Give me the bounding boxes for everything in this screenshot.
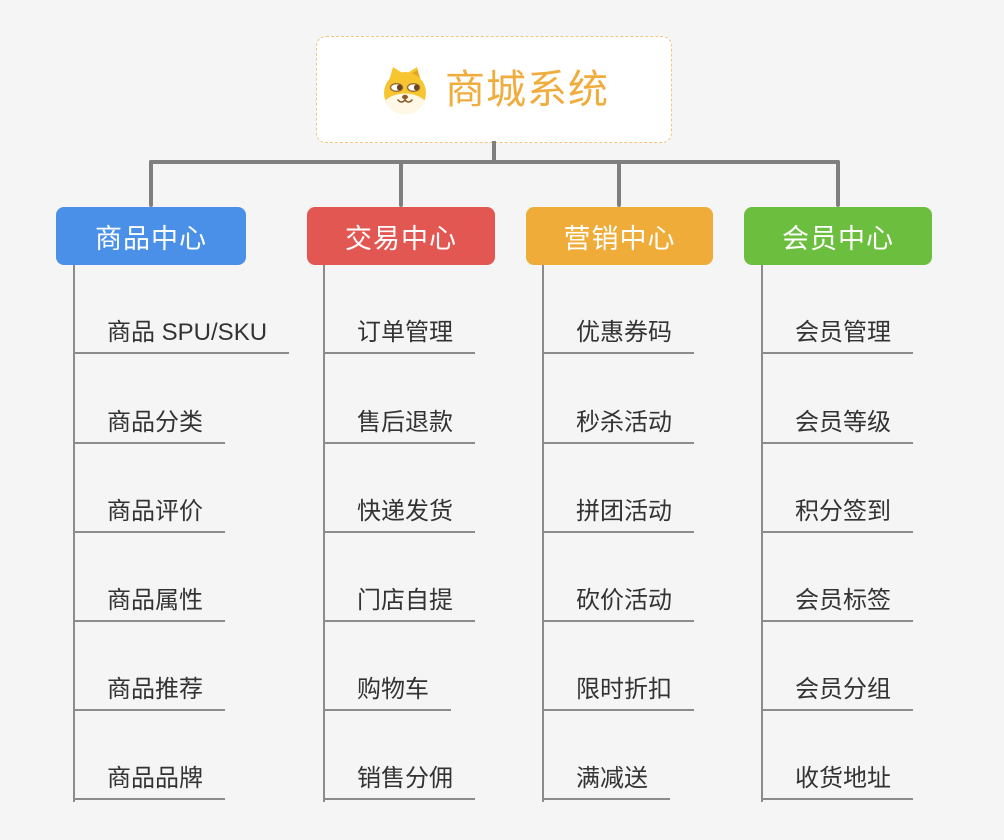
sub-item-node[interactable]: 销售分佣	[323, 764, 475, 800]
branch-stem-line	[323, 265, 325, 802]
connector-horizontal	[149, 160, 840, 164]
root-title: 商城系统	[445, 67, 609, 112]
sub-item-node[interactable]: 订单管理	[323, 318, 475, 354]
connector-drop	[836, 160, 840, 207]
connector-drop	[617, 160, 621, 207]
branch-stem-line	[761, 265, 763, 802]
sub-item-node[interactable]: 售后退款	[323, 408, 475, 444]
branch-node-goods-center[interactable]: 商品中心	[56, 207, 246, 265]
sub-item-node[interactable]: 优惠券码	[542, 318, 694, 354]
root-node[interactable]: 商城系统	[316, 36, 672, 143]
sub-item-node[interactable]: 商品品牌	[73, 764, 225, 800]
branch-node-marketing-center[interactable]: 营销中心	[526, 207, 713, 265]
sub-item-node[interactable]: 商品评价	[73, 497, 225, 533]
branch-stem-line	[73, 265, 75, 802]
sub-item-node[interactable]: 商品分类	[73, 408, 225, 444]
sub-item-node[interactable]: 会员管理	[761, 318, 913, 354]
branch-node-trade-center[interactable]: 交易中心	[307, 207, 495, 265]
sub-item-node[interactable]: 拼团活动	[542, 497, 694, 533]
sub-item-node[interactable]: 门店自提	[323, 586, 475, 622]
branch-stem-line	[542, 265, 544, 802]
connector-root-stem	[492, 141, 496, 162]
sub-item-node[interactable]: 商品 SPU/SKU	[73, 318, 290, 354]
sub-item-node[interactable]: 商品属性	[73, 586, 225, 622]
sub-item-node[interactable]: 购物车	[323, 675, 451, 711]
sub-item-node[interactable]: 满减送	[542, 764, 670, 800]
connector-drop	[399, 160, 403, 207]
sub-item-node[interactable]: 收货地址	[761, 764, 913, 800]
sub-item-node[interactable]: 砍价活动	[542, 586, 694, 622]
sub-item-node[interactable]: 会员分组	[761, 675, 913, 711]
branch-node-member-center[interactable]: 会员中心	[744, 207, 932, 265]
sub-item-node[interactable]: 会员标签	[761, 586, 913, 622]
sub-item-node[interactable]: 限时折扣	[542, 675, 694, 711]
sub-item-node[interactable]: 会员等级	[761, 408, 913, 444]
dog-face-icon	[379, 64, 431, 116]
sub-item-node[interactable]: 商品推荐	[73, 675, 225, 711]
connector-drop	[149, 160, 153, 207]
sub-item-node[interactable]: 积分签到	[761, 497, 913, 533]
sub-item-node[interactable]: 秒杀活动	[542, 408, 694, 444]
sub-item-node[interactable]: 快递发货	[323, 497, 475, 533]
